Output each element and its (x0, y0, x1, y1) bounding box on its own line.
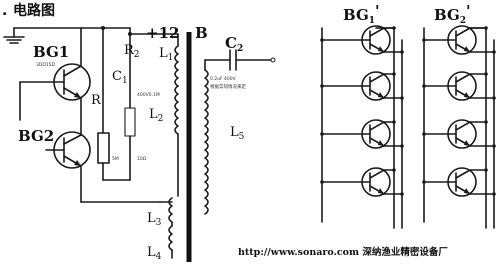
bg1-prime-bank (320, 25, 404, 229)
capacitor-c1 (124, 33, 136, 181)
coil-l5 (204, 59, 209, 215)
bg2-label: BG2 (18, 127, 54, 145)
diagram-title: 电路图 (13, 2, 55, 19)
bg1-prime-transistor-4 (320, 167, 404, 197)
bg2-prime-transistor-3 (422, 119, 496, 149)
l4-label: L4 (147, 245, 162, 262)
c1-label: C1 (112, 69, 128, 86)
bg1-prime-label: BG1' (343, 2, 380, 26)
plus12-label: +12 (146, 24, 179, 42)
bg1-label: BG1 (33, 43, 69, 61)
l3-label: L3 (147, 211, 162, 228)
bg2-prime-transistor-1 (422, 25, 496, 55)
bg2-prime-bank (422, 25, 496, 229)
bg2-prime-transistor-4 (422, 167, 496, 197)
bg1-transistor (19, 27, 91, 101)
bg2-emitter-wire (80, 179, 161, 203)
coil-l4 (168, 221, 173, 259)
l5-label: L5 (230, 125, 245, 142)
bg1-prime-transistor-2 (320, 71, 404, 101)
c2-value-label: 0.2uF 400V (210, 76, 237, 82)
c2-label: C2 (225, 34, 243, 54)
bg1-prime-transistor-1 (320, 25, 404, 55)
r-value-label: 5M (112, 156, 119, 162)
r2-label: R2 (124, 43, 140, 60)
bg2-prime-label: BG2' (434, 2, 471, 26)
bg2-prime-transistor-2 (422, 71, 496, 101)
title-fragment: . (2, 3, 7, 19)
ground-symbol (3, 27, 25, 44)
l2-label: L2 (149, 107, 163, 124)
capacitor-c2 (204, 49, 276, 71)
l1-label: L1 (159, 46, 173, 63)
left-feed-wire (19, 81, 82, 136)
l2-value-label: 10Ω (137, 156, 147, 162)
coil-l2 (174, 85, 179, 197)
coil-l1 (174, 33, 179, 87)
resistor-r (97, 27, 110, 181)
bg1-prime-transistor-3 (320, 119, 404, 149)
top-rail-wire (13, 26, 179, 36)
r-label: R (91, 93, 102, 108)
transformer-label: B (195, 24, 208, 42)
bg1-part-label: 3DD15D (36, 62, 56, 68)
footer-url: http://www.sonaro.com 深纳渔业精密设备厂 (238, 246, 448, 258)
coil-l3 (159, 197, 173, 223)
bg2-transistor (45, 131, 91, 203)
c1-value-label: 400V0.1M (137, 92, 160, 98)
c2-note-label: 根据实际情况来定 (210, 83, 246, 90)
